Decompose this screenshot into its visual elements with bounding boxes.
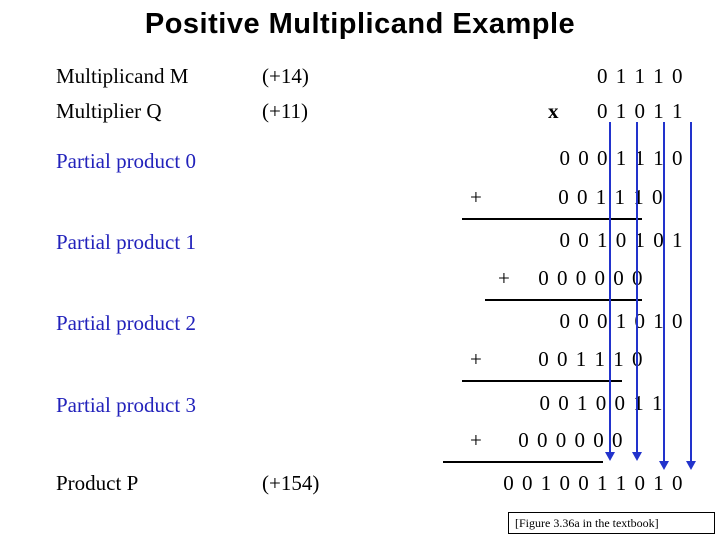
row-bits-addend-3: 0 0 0 0 0 0	[518, 428, 624, 452]
row-label-partial-product-1: Partial product 1	[56, 230, 196, 254]
sum-rule-3	[443, 461, 603, 463]
row-label-product: Product P	[56, 471, 139, 495]
row-paren-multiplicand: (+14)	[262, 64, 309, 88]
row-label-partial-product-3: Partial product 3	[56, 393, 196, 417]
row-operator-plus-2: +	[470, 347, 482, 371]
row-bits-product: 0 0 1 0 0 1 1 0 1 0	[503, 471, 684, 495]
carry-arrow-line-4	[690, 122, 692, 463]
row-bits-partial-product-0: 0 0 0 1 1 1 0	[559, 146, 684, 170]
row-bits-addend-0: 0 0 1 1 1 0	[558, 185, 664, 209]
row-label-multiplicand: Multiplicand M	[56, 64, 189, 88]
row-operator-plus-1: +	[498, 266, 510, 290]
row-bits-multiplier: 0 1 0 1 1	[597, 99, 684, 123]
page-title: Positive Multiplicand Example	[144, 8, 576, 40]
carry-arrow-line-2	[636, 122, 638, 454]
row-paren-product: (+154)	[262, 471, 320, 495]
row-bits-multiplicand: 0 1 1 1 0	[597, 64, 684, 88]
row-bits-partial-product-2: 0 0 0 1 0 1 0	[559, 309, 684, 333]
carry-arrow-head-1	[605, 452, 615, 461]
carry-arrow-head-2	[632, 452, 642, 461]
row-bits-addend-1: 0 0 0 0 0 0	[538, 266, 644, 290]
row-operator-plus-0: +	[470, 185, 482, 209]
sum-rule-2	[462, 380, 622, 382]
row-bits-addend-2: 0 0 1 1 1 0	[538, 347, 644, 371]
row-label-partial-product-2: Partial product 2	[56, 311, 196, 335]
carry-arrow-head-3	[659, 461, 669, 470]
sum-rule-0	[462, 218, 642, 220]
footnote-box	[508, 512, 715, 534]
row-label-partial-product-0: Partial product 0	[56, 149, 196, 173]
row-operator-plus-3: +	[470, 428, 482, 452]
row-bits-partial-product-1: 0 0 1 0 1 0 1	[559, 228, 684, 252]
row-operator-multiply: x	[548, 99, 559, 123]
row-label-multiplier: Multiplier Q	[56, 99, 162, 123]
sum-rule-1	[485, 299, 642, 301]
row-paren-multiplier: (+11)	[262, 99, 309, 123]
carry-arrow-line-3	[663, 122, 665, 463]
carry-arrow-head-4	[686, 461, 696, 470]
row-bits-partial-product-3: 0 0 1 0 0 1 1	[539, 391, 664, 415]
footnote-text: [Figure 3.36a in the textbook]	[515, 516, 659, 530]
carry-arrow-line-1	[609, 122, 611, 454]
